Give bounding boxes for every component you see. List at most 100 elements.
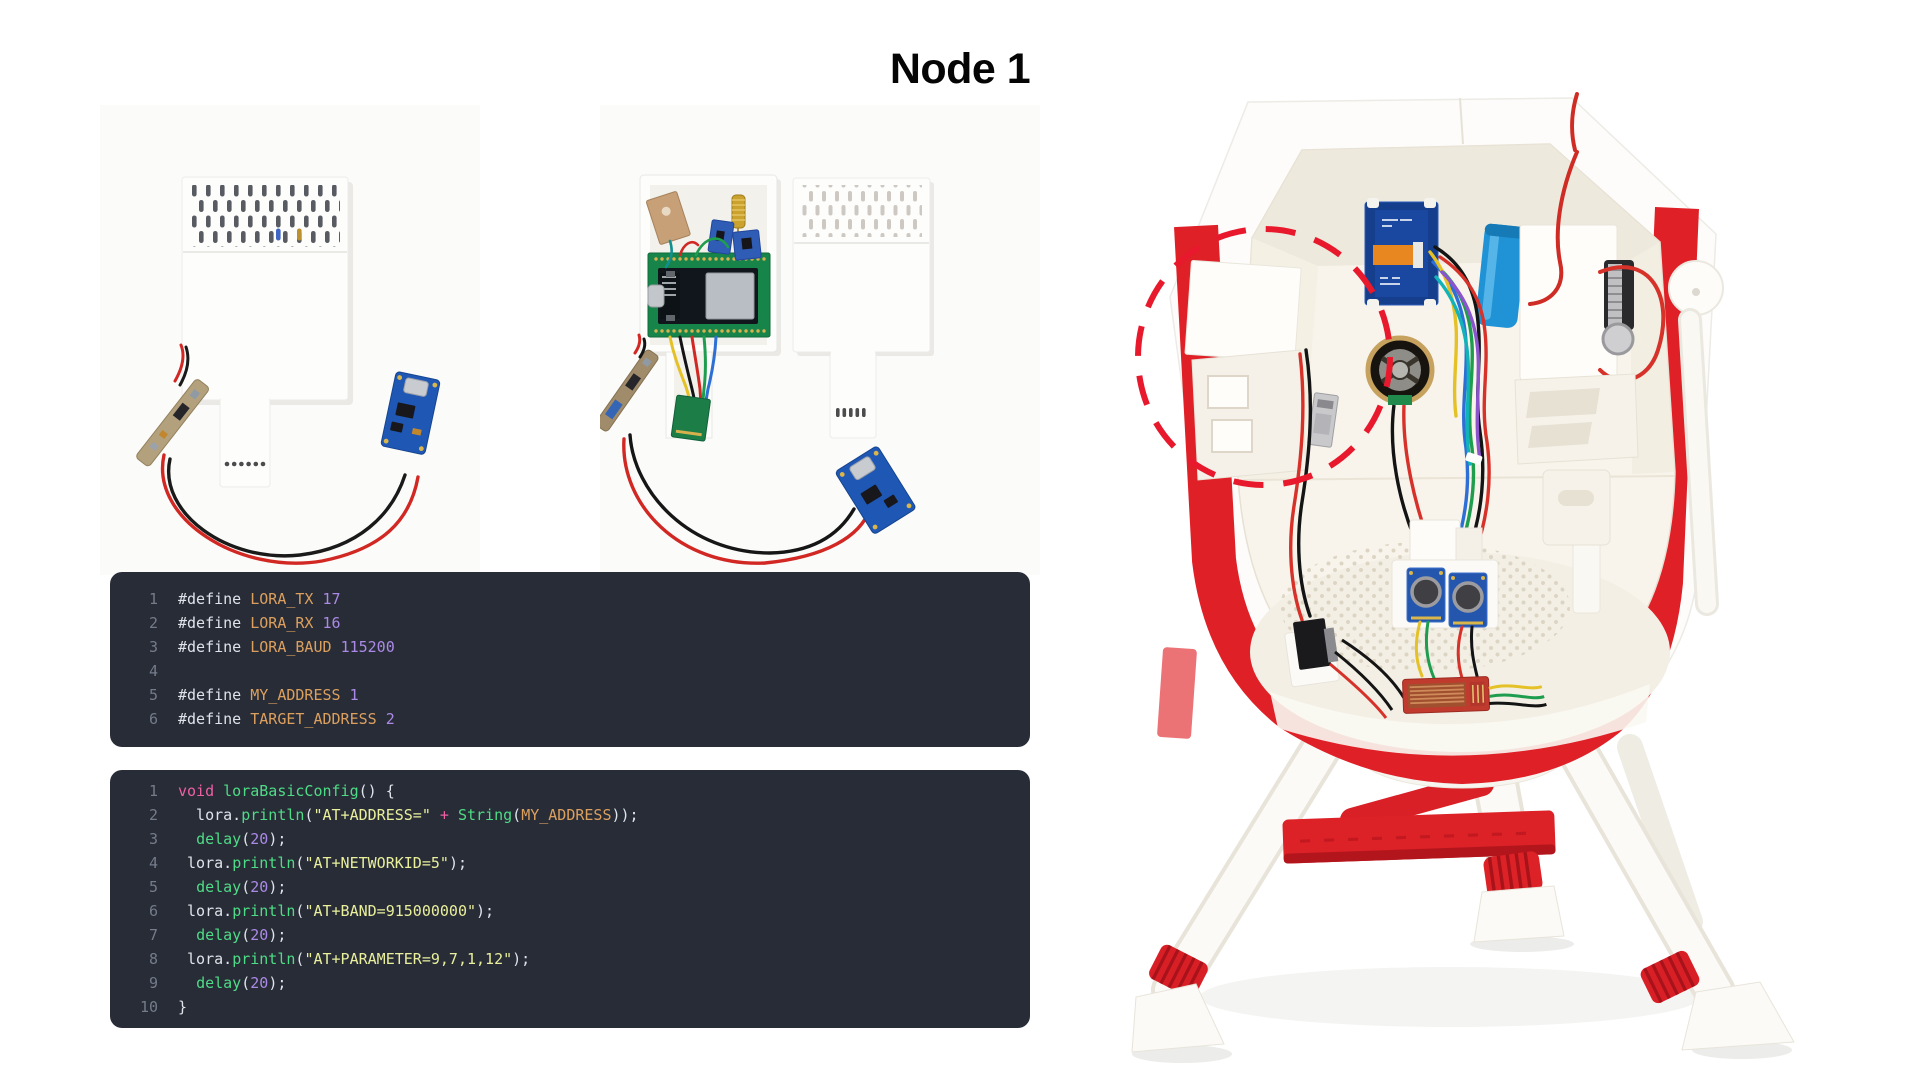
code-text: #define LORA_RX 16 bbox=[178, 614, 341, 632]
battery bbox=[1475, 223, 1527, 328]
line-number: 3 bbox=[148, 638, 158, 656]
line-number: 9 bbox=[148, 974, 158, 992]
lora-module bbox=[1307, 392, 1339, 448]
lid-tab-slots bbox=[836, 408, 866, 417]
gear bbox=[1601, 322, 1635, 356]
tripod-leg-left bbox=[1151, 721, 1346, 1011]
right-bracket bbox=[1514, 373, 1639, 614]
line-number: 3 bbox=[148, 830, 158, 848]
code-line: 6 #define TARGET_ADDRESS 2 bbox=[110, 707, 1030, 731]
code-text: lora.println("AT+BAND=915000000"); bbox=[178, 902, 495, 920]
speaker-amp-board bbox=[1388, 395, 1412, 405]
vent-grid bbox=[190, 185, 340, 247]
leg-collar-right bbox=[1640, 950, 1700, 1004]
line-number: 5 bbox=[148, 686, 158, 704]
side-rail bbox=[1668, 260, 1724, 616]
red-rim-window bbox=[1157, 647, 1197, 739]
enclosure-closed bbox=[181, 176, 353, 488]
foot-front bbox=[1473, 885, 1565, 943]
slide-switch bbox=[625, 373, 642, 391]
line-number: 6 bbox=[148, 902, 158, 920]
code-text: delay(20); bbox=[196, 830, 287, 848]
code-line: 3 delay(20); bbox=[110, 827, 1030, 851]
charging-module bbox=[380, 371, 441, 455]
esp32-shield bbox=[705, 272, 755, 320]
line-number: 6 bbox=[148, 710, 158, 728]
code-line: 2 #define LORA_RX 16 bbox=[110, 611, 1030, 635]
foot-right bbox=[1681, 981, 1795, 1051]
usb-c-port bbox=[403, 377, 429, 397]
code-line: 9 delay(20); bbox=[110, 971, 1030, 995]
gas-sensor-right bbox=[1448, 572, 1488, 628]
code-line: 2 lora.println("AT+ADDRESS=" + String(MY… bbox=[110, 803, 1030, 827]
wire-harness bbox=[1289, 92, 1579, 622]
enclosure-tab bbox=[219, 397, 271, 488]
code-text: } bbox=[178, 998, 188, 1016]
code-text: delay(20); bbox=[196, 974, 287, 992]
red-diagonal-strut bbox=[1340, 772, 1494, 832]
code-text: #define MY_ADDRESS 1 bbox=[178, 686, 359, 704]
ground-shadow bbox=[1200, 967, 1700, 1027]
amber-led-vent bbox=[297, 228, 302, 241]
battery-wires bbox=[622, 333, 872, 565]
line-number: 4 bbox=[148, 854, 158, 872]
code-line: 4 lora.println("AT+NETWORKID=5"); bbox=[110, 851, 1030, 875]
code-text: #define TARGET_ADDRESS 2 bbox=[178, 710, 395, 728]
line-number: 8 bbox=[148, 950, 158, 968]
gear-motor-box bbox=[1519, 224, 1666, 382]
code-line: 8 lora.println("AT+PARAMETER=9,7,1,12"); bbox=[110, 947, 1030, 971]
code-line: 1 void loraBasicConfig() { bbox=[110, 779, 1030, 803]
code-line: 7 delay(20); bbox=[110, 923, 1030, 947]
photo-robot-back-open bbox=[1131, 92, 1795, 1063]
code-line: 4 bbox=[110, 659, 1030, 683]
code-text: delay(20); bbox=[196, 926, 287, 944]
leg-collar-front bbox=[1483, 851, 1543, 897]
code-block-defines: 1 #define LORA_TX 17 2 #define LORA_RX 16 3 #… bbox=[110, 572, 1030, 747]
line-number: 2 bbox=[148, 806, 158, 824]
photo-node-enclosure-closed bbox=[100, 105, 480, 575]
tab-breather-dots bbox=[224, 461, 266, 467]
code-line: 5 delay(20); bbox=[110, 875, 1030, 899]
lora-bay-box bbox=[1184, 259, 1302, 363]
page-title: Node 1 bbox=[889, 44, 1031, 93]
lid-vent-grid bbox=[800, 185, 922, 237]
line-number: 2 bbox=[148, 614, 158, 632]
code-text: delay(20); bbox=[196, 878, 287, 896]
code-text: lora.println("AT+PARAMETER=9,7,1,12"); bbox=[178, 950, 531, 968]
enclosure-lid bbox=[792, 177, 934, 439]
esp32-carrier-board bbox=[647, 252, 771, 338]
charging-module bbox=[835, 446, 916, 534]
line-number: 5 bbox=[148, 878, 158, 896]
line-number: 1 bbox=[148, 590, 158, 608]
flex-cable bbox=[1373, 245, 1413, 265]
sensor-wires bbox=[1414, 620, 1480, 682]
gas-sensor-left bbox=[1406, 567, 1446, 623]
power-switch-strip bbox=[136, 379, 209, 467]
code-text: #define LORA_BAUD 115200 bbox=[178, 638, 395, 656]
code-text: lora.println("AT+NETWORKID=5"); bbox=[178, 854, 467, 872]
rain-sensor bbox=[1402, 676, 1547, 714]
display-board bbox=[1364, 198, 1439, 309]
code-line: 1 #define LORA_TX 17 bbox=[110, 587, 1030, 611]
usb-c-port bbox=[849, 456, 876, 481]
foot-left bbox=[1131, 983, 1225, 1053]
code-text: #define LORA_TX 17 bbox=[178, 590, 341, 608]
slide-switch bbox=[172, 402, 190, 421]
red-crossbar bbox=[1282, 810, 1556, 864]
blue-led-vent bbox=[276, 228, 281, 241]
photo-node-internals-open bbox=[600, 105, 1040, 575]
code-line: 5 #define MY_ADDRESS 1 bbox=[110, 683, 1030, 707]
battery-wires bbox=[160, 343, 420, 565]
tripod-leg-right bbox=[1554, 726, 1736, 1013]
code-text: lora.println("AT+ADDRESS=" + String(MY_A… bbox=[178, 806, 639, 824]
usb-c-port bbox=[647, 284, 665, 308]
tab-sensor-board bbox=[670, 394, 711, 442]
code-block-config: 1 void loraBasicConfig() { 2 lora.println(… bbox=[110, 770, 1030, 1028]
line-number: 7 bbox=[148, 926, 158, 944]
driver-module bbox=[1284, 618, 1406, 719]
lora-bay-highlight bbox=[1135, 226, 1393, 488]
lora-bay-bracket bbox=[1191, 349, 1307, 481]
code-text: void loraBasicConfig() { bbox=[178, 782, 395, 800]
line-number: 1 bbox=[148, 782, 158, 800]
lid-tab bbox=[829, 351, 877, 439]
